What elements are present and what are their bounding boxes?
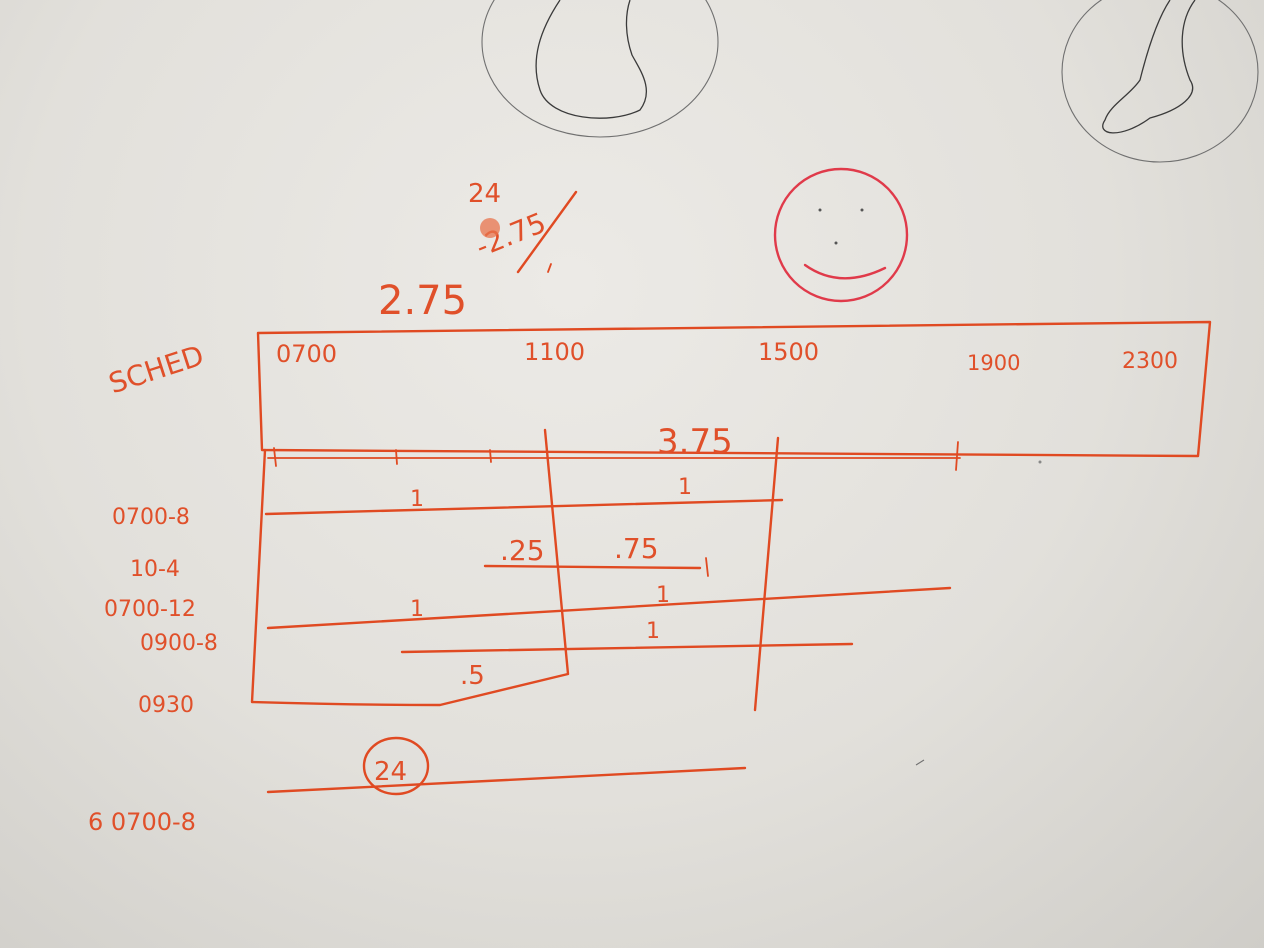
shift-label-0900-8: 0900-8 xyxy=(140,631,218,656)
time-header-1100: 1100 xyxy=(524,338,585,366)
row-line-bottom xyxy=(266,766,747,794)
circled-mark-outline xyxy=(362,736,430,796)
top-note: 24 -2.75 xyxy=(468,179,578,274)
shift-grid-box xyxy=(250,428,570,707)
top-note-stack-top: 24 xyxy=(468,179,501,209)
mark-row2-b: .75 xyxy=(614,532,659,565)
circled-mark: 24 xyxy=(374,757,407,787)
mark-row4-b: 1 xyxy=(646,619,660,644)
time-header-2300: 2300 xyxy=(1122,349,1178,374)
mark-row1-b: 1 xyxy=(678,475,692,500)
timeline-axis xyxy=(267,441,961,471)
row-line-10-4 xyxy=(483,564,702,570)
mid-total: 3.75 xyxy=(657,422,733,462)
marker-smudge xyxy=(480,218,500,238)
mark-row5-a: .5 xyxy=(460,661,485,691)
smiley-face xyxy=(773,167,909,303)
time-header-1500: 1500 xyxy=(758,338,819,366)
shift-label-0700-8: 0700-8 xyxy=(112,505,190,530)
time-header-band xyxy=(256,320,1212,458)
mark-row3-b: 1 xyxy=(656,583,670,608)
pencil-circle-right xyxy=(1061,0,1259,163)
slash-mark xyxy=(516,190,578,274)
shift-label-0700-12: 0700-12 xyxy=(104,597,196,622)
shift-label-0930: 0930 xyxy=(138,693,194,718)
time-header-0700: 0700 xyxy=(276,340,337,368)
divider-1500 xyxy=(753,436,780,712)
row-line-0900-8 xyxy=(400,642,854,654)
schedule-label: SCHED xyxy=(105,339,208,401)
row-line-0700-8 xyxy=(264,498,784,516)
shift-label-10-4: 10-4 xyxy=(130,557,180,582)
time-header-1900: 1900 xyxy=(967,351,1020,375)
mark-row2-a: .25 xyxy=(500,534,545,567)
shift-label-bottom: 6 0700-8 xyxy=(88,808,196,836)
pencil-circle-left xyxy=(481,0,719,138)
row-line-0700-12 xyxy=(266,586,952,630)
top-total: 2.75 xyxy=(378,278,467,324)
mark-row1-a: 1 xyxy=(410,487,424,512)
mark-row3-a: 1 xyxy=(410,597,424,622)
